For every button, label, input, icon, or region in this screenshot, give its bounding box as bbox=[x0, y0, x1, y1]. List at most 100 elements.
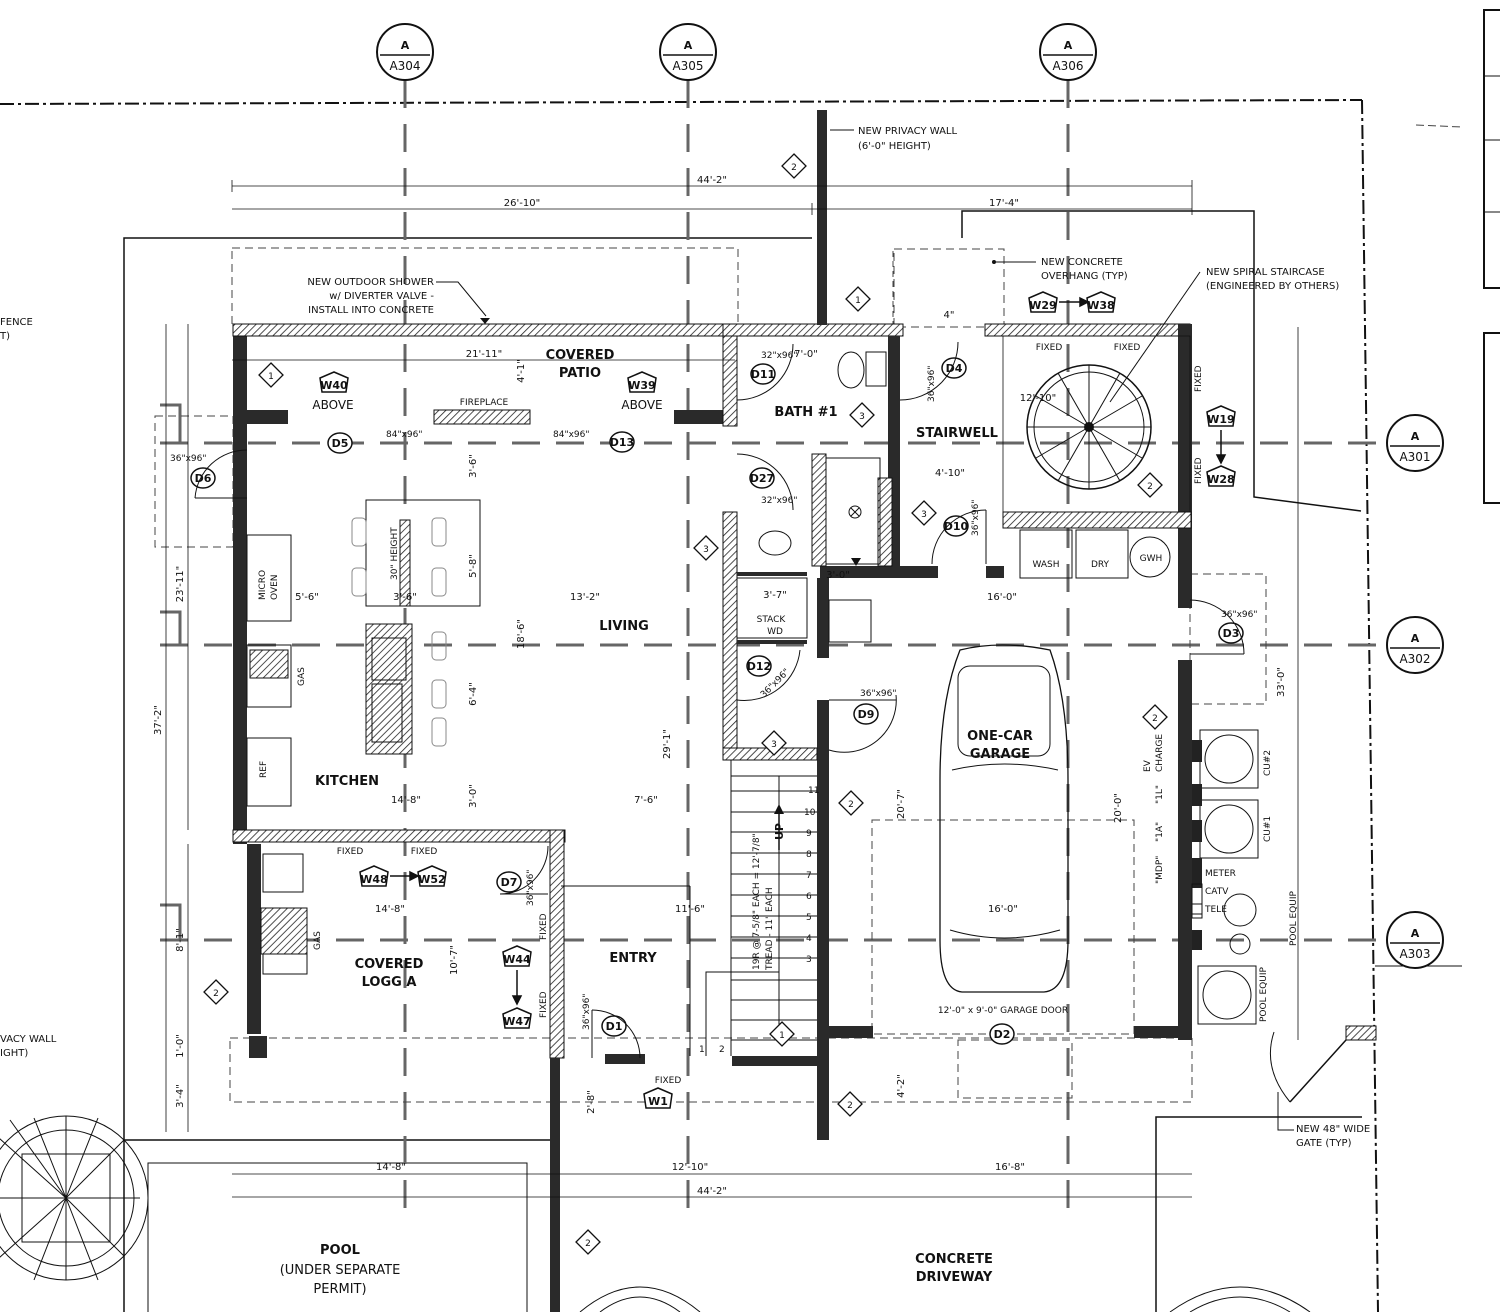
dim-island: 3'-6" bbox=[393, 592, 417, 603]
door-size-d13: 84"x96" bbox=[553, 430, 590, 440]
wall-west bbox=[233, 324, 247, 844]
svg-text:A: A bbox=[1411, 927, 1420, 940]
note-overhang: NEW CONCRETE bbox=[1041, 257, 1123, 268]
dim-garage-w: 16'-0" bbox=[988, 904, 1018, 915]
title-block-frame-2 bbox=[1483, 332, 1500, 504]
privacy-wall-north bbox=[817, 110, 827, 325]
room-kitchen: KITCHEN bbox=[315, 774, 379, 789]
svg-text:A306: A306 bbox=[1052, 59, 1083, 73]
section-marker: A A303 bbox=[1386, 911, 1444, 969]
label-pool-equip-1: POOL EQUIP bbox=[1289, 891, 1299, 946]
keynote-diamond: 3 bbox=[693, 535, 719, 561]
room-pool-2: (UNDER SEPARATE bbox=[280, 1263, 401, 1278]
window-tag: W52 bbox=[417, 865, 447, 887]
garage-door-outline bbox=[871, 819, 1135, 1035]
wall-patio-east bbox=[722, 323, 738, 427]
door-swings bbox=[194, 341, 1245, 1059]
door-tag: D7 bbox=[496, 871, 522, 893]
keynote-diamond: 2 bbox=[781, 153, 807, 179]
condenser-units bbox=[1191, 729, 1259, 1025]
label-above-w39: ABOVE bbox=[621, 398, 662, 412]
room-entry: ENTRY bbox=[609, 951, 657, 966]
note-shower-3: INSTALL INTO CONCRETE bbox=[308, 305, 434, 316]
window-tag: W29 bbox=[1028, 291, 1058, 313]
door-tag: D4 bbox=[941, 357, 967, 379]
room-driveway-2: DRIVEWAY bbox=[916, 1270, 993, 1285]
label-above-w40: ABOVE bbox=[312, 398, 353, 412]
door-size-d27: 32"x96" bbox=[761, 496, 798, 506]
svg-text:D12: D12 bbox=[747, 660, 771, 673]
dim-laundry: 4'-10" bbox=[935, 468, 965, 479]
window-tag: W39 bbox=[627, 371, 657, 393]
right-edge-dash bbox=[1415, 124, 1463, 128]
svg-text:W44: W44 bbox=[503, 953, 531, 966]
room-covered-patio: COVERED bbox=[546, 348, 615, 363]
svg-text:W38: W38 bbox=[1087, 299, 1114, 312]
stair-treads bbox=[731, 790, 817, 1041]
dim-top-right: 17'-4" bbox=[989, 198, 1019, 209]
svg-text:A: A bbox=[401, 39, 410, 52]
property-line-top bbox=[0, 99, 1363, 105]
dim-bottom-3: 16'-8" bbox=[995, 1162, 1025, 1173]
dim-kitchen-w: 5'-6" bbox=[295, 592, 319, 603]
washer bbox=[1019, 529, 1073, 579]
svg-text:W52: W52 bbox=[418, 873, 445, 886]
section-marker: A A302 bbox=[1386, 616, 1444, 674]
room-driveway: CONCRETE bbox=[915, 1252, 993, 1267]
svg-text:A303: A303 bbox=[1399, 947, 1430, 961]
label-cu1: CU#1 bbox=[1263, 816, 1273, 842]
svg-text:A302: A302 bbox=[1399, 652, 1430, 666]
svg-text:W47: W47 bbox=[503, 1015, 530, 1028]
dim-overall-top: 44'-2" bbox=[697, 175, 727, 186]
note-gate: NEW 48" WIDE bbox=[1296, 1124, 1370, 1135]
note-privacy-wall-left: VACY WALL bbox=[0, 1034, 57, 1045]
keynote-diamond: 2 bbox=[1142, 704, 1168, 730]
door-tag: D13 bbox=[609, 431, 635, 453]
door-tag: D6 bbox=[190, 467, 216, 489]
dim-left-4: 3'-4" bbox=[175, 1084, 186, 1108]
note-stair-risers: 19R @ 7-5/8" EACH = 12'-7/8" bbox=[752, 833, 762, 970]
wall-bath-west bbox=[722, 511, 738, 759]
driveway-box bbox=[957, 1039, 1073, 1099]
label-gas-loggia: GAS bbox=[313, 931, 323, 950]
keynote-diamond: 2 bbox=[1137, 472, 1163, 498]
door-size-d3: 36"x96" bbox=[1221, 610, 1258, 620]
label-30-height: 30" HEIGHT bbox=[390, 527, 400, 580]
label-fixed-3: FIXED bbox=[1194, 365, 1204, 392]
section-marker: A A306 bbox=[1039, 23, 1097, 81]
svg-text:A305: A305 bbox=[672, 59, 703, 73]
dim-v-207: 20'-7" bbox=[896, 789, 907, 819]
door-size-d7: 36"x96" bbox=[526, 869, 536, 906]
svg-text:D9: D9 bbox=[858, 708, 875, 721]
room-pool-3: PERMIT) bbox=[313, 1282, 366, 1297]
label-pool-equip-2: POOL EQUIP bbox=[1259, 967, 1269, 1022]
dim-v-58: 5'-8" bbox=[468, 554, 479, 578]
svg-text:D27: D27 bbox=[750, 472, 774, 485]
svg-text:D1: D1 bbox=[606, 1020, 623, 1033]
label-gwh: GWH bbox=[1140, 554, 1163, 564]
note-privacy-wall: NEW PRIVACY WALL bbox=[858, 126, 958, 137]
dim-v-64: 6'-4" bbox=[468, 682, 479, 706]
label-fixed-1: FIXED bbox=[1036, 343, 1063, 353]
dim-garage-top: 16'-0" bbox=[987, 592, 1017, 603]
dim-h-4: 4" bbox=[944, 310, 955, 321]
label-fixed-4: FIXED bbox=[1194, 457, 1204, 484]
dim-patio: 21'-11" bbox=[466, 349, 502, 360]
label-fixed-2: FIXED bbox=[1114, 343, 1141, 353]
svg-text:W40: W40 bbox=[320, 379, 348, 392]
title-block-frame bbox=[1483, 9, 1500, 289]
section-marker: A A305 bbox=[659, 23, 717, 81]
fireplace-wall bbox=[433, 409, 531, 425]
dim-kitchen-lower: 14'-8" bbox=[391, 795, 421, 806]
wall-garage-west bbox=[817, 700, 829, 1140]
note-fence-2: T) bbox=[0, 331, 10, 342]
label-fixed-5: FIXED bbox=[337, 847, 364, 857]
svg-text:1: 1 bbox=[699, 1045, 705, 1055]
section-marker: A A301 bbox=[1386, 414, 1444, 472]
note-overhang-2: OVERHANG (TYP) bbox=[1041, 271, 1128, 282]
dim-bottom-1: 14'-8" bbox=[376, 1162, 406, 1173]
door-tag: D2 bbox=[989, 1023, 1015, 1045]
keynote-diamond: 3 bbox=[761, 730, 787, 756]
dim-v-200: 20'-0" bbox=[1113, 793, 1124, 823]
